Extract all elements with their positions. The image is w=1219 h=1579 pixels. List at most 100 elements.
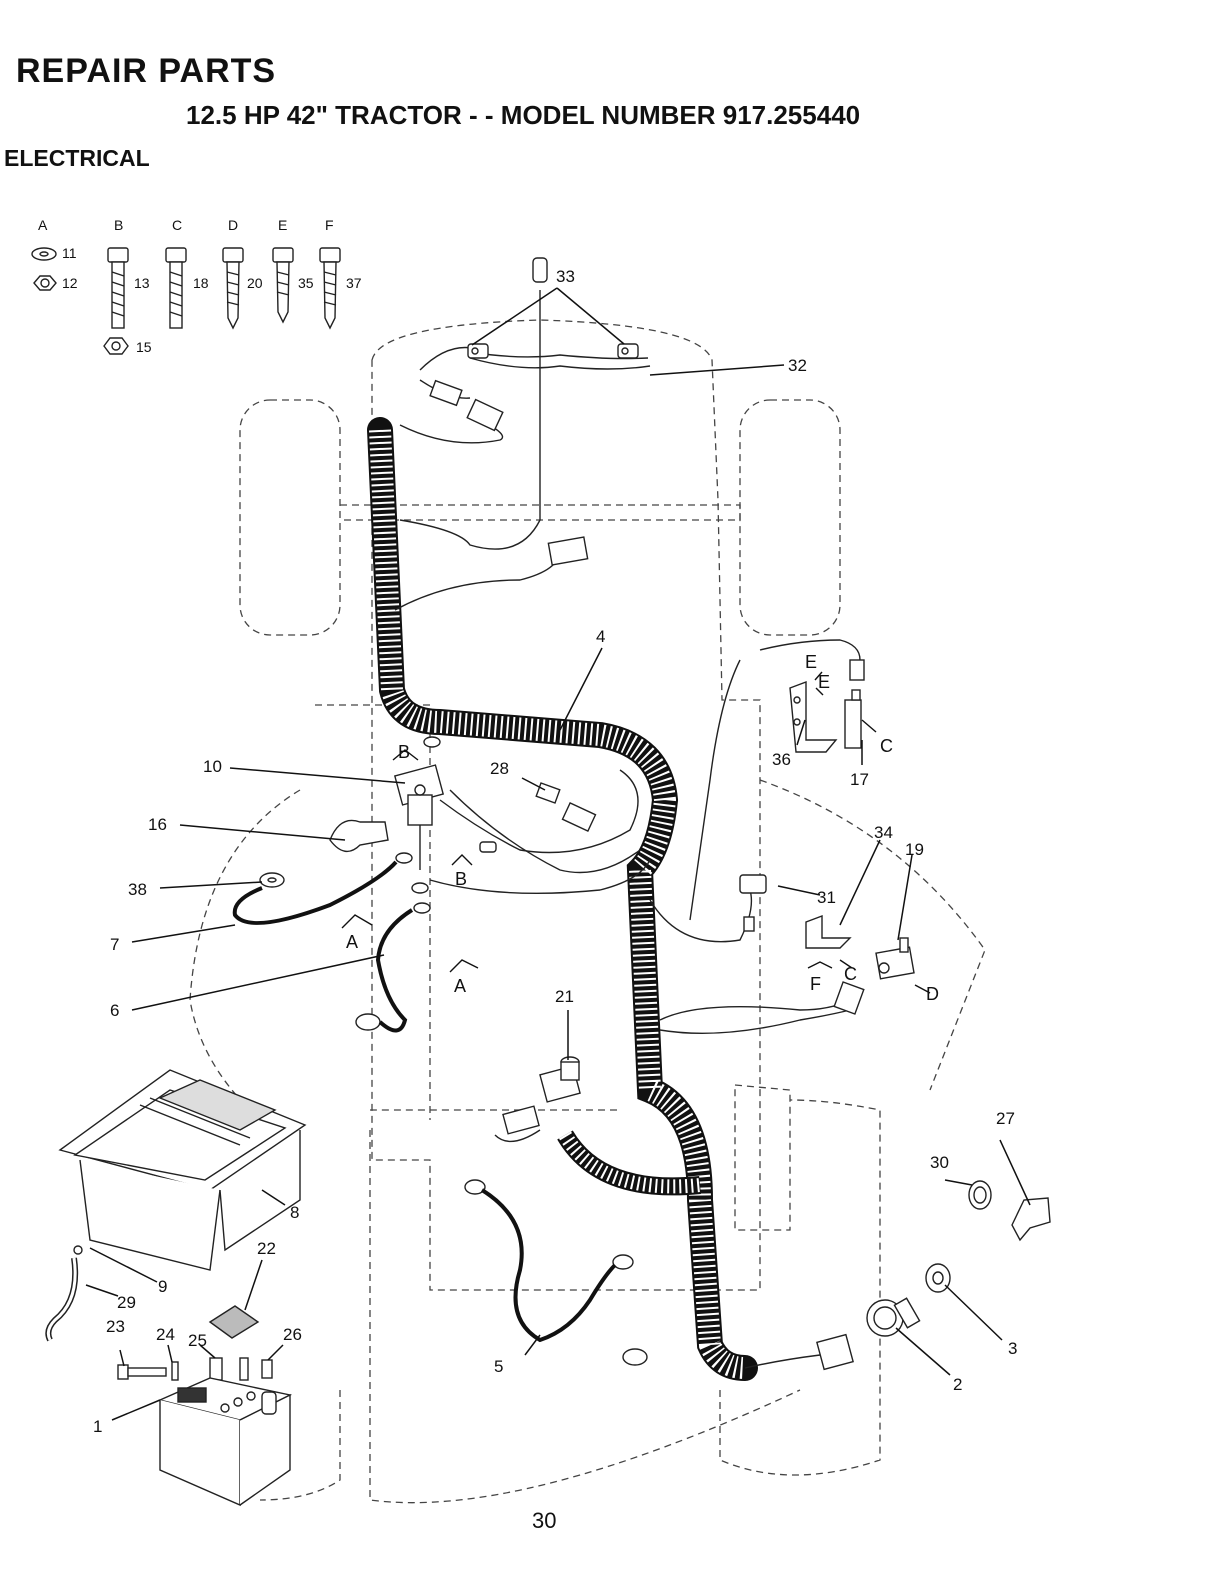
- connector-icon: [817, 1335, 853, 1370]
- interlock-switch-icon: [876, 938, 914, 979]
- bolt-icon: [108, 248, 128, 328]
- bolt-icon: [166, 248, 186, 328]
- connector-icon: [834, 982, 864, 1014]
- bracket-icon: [806, 916, 850, 948]
- callout-38: 38: [128, 880, 147, 899]
- headlight-icon: [468, 344, 488, 358]
- callout-28: 28: [490, 759, 509, 778]
- page-number: 30: [532, 1508, 556, 1534]
- connector-icon: [563, 803, 596, 831]
- callout-4: 4: [596, 627, 605, 646]
- callout-26: 26: [283, 1325, 302, 1344]
- fuse-icon: [480, 842, 496, 852]
- key-part: 12: [62, 275, 78, 291]
- callout-22: 22: [257, 1239, 276, 1258]
- callout-27: 27: [996, 1109, 1015, 1128]
- boot-icon: [330, 820, 388, 851]
- key-part: 18: [193, 275, 209, 291]
- key-letter: B: [114, 217, 123, 233]
- tag-a: A: [346, 932, 358, 952]
- callout-numbers: 1 2 3 4 5 6 7 8 9 10 16 17 19 21 22 23 2…: [93, 267, 1017, 1436]
- nut-icon: [262, 1360, 272, 1378]
- callout-23: 23: [106, 1317, 125, 1336]
- callout-17: 17: [850, 770, 869, 789]
- tag-e: E: [805, 652, 817, 672]
- callout-1: 1: [93, 1417, 102, 1436]
- callout-29: 29: [117, 1293, 136, 1312]
- callout-25: 25: [188, 1331, 207, 1350]
- bolt-icon: [118, 1365, 166, 1379]
- components: [48, 258, 1050, 1505]
- tag-c: C: [844, 964, 857, 984]
- screw-icon: [273, 248, 293, 322]
- key-letter: A: [38, 217, 48, 233]
- connector-icon: [548, 537, 587, 565]
- tag-b: B: [398, 742, 410, 762]
- ring-terminal-icon: [613, 1255, 633, 1269]
- nut-icon: [926, 1264, 950, 1292]
- screw-icon: [240, 1358, 248, 1380]
- key-part: 20: [247, 275, 263, 291]
- screw-icon: [223, 248, 243, 328]
- key-letter: E: [278, 217, 287, 233]
- terminal-cover-icon: [210, 1306, 258, 1338]
- callout-5: 5: [494, 1357, 503, 1376]
- key-letter: C: [172, 217, 182, 233]
- callout-34: 34: [874, 823, 893, 842]
- ring-terminal-icon: [414, 903, 430, 913]
- key-part: 35: [298, 275, 314, 291]
- callout-21: 21: [555, 987, 574, 1006]
- interlock-switch-icon: [845, 700, 861, 748]
- bezel-icon: [969, 1181, 991, 1209]
- key-letter: D: [228, 217, 238, 233]
- connector-icon: [850, 660, 864, 680]
- callout-9: 9: [158, 1277, 167, 1296]
- callout-8: 8: [290, 1203, 299, 1222]
- leader-lines: [86, 288, 1030, 1420]
- connector-icon: [467, 400, 503, 431]
- ring-terminal-icon: [623, 1349, 647, 1365]
- key-part: 37: [346, 275, 362, 291]
- screw-icon: [320, 248, 340, 328]
- tag-f: F: [810, 974, 821, 994]
- callout-31: 31: [817, 888, 836, 907]
- callout-33: 33: [556, 267, 575, 286]
- headlight-icon: [618, 344, 638, 358]
- tag-b: B: [455, 869, 467, 889]
- callout-36: 36: [772, 750, 791, 769]
- callout-24: 24: [156, 1325, 175, 1344]
- ring-terminal-icon: [356, 1014, 380, 1030]
- tag-d: D: [926, 984, 939, 1004]
- cable-5: [482, 1190, 615, 1340]
- battery-cables: [235, 862, 615, 1340]
- ring-terminal-icon: [412, 883, 428, 893]
- washer-icon: [172, 1362, 178, 1380]
- connector-icon: [430, 381, 462, 406]
- connector-icon: [533, 258, 547, 282]
- key-part: 13: [134, 275, 150, 291]
- callout-7: 7: [110, 935, 119, 954]
- tag-c: C: [880, 736, 893, 756]
- callout-6: 6: [110, 1001, 119, 1020]
- callout-16: 16: [148, 815, 167, 834]
- ring-terminal-icon: [396, 853, 412, 863]
- key-letter: F: [325, 217, 334, 233]
- hardware-key: [32, 248, 340, 354]
- tag-e: E: [818, 672, 830, 692]
- callout-2: 2: [953, 1375, 962, 1394]
- bracket-icon: [790, 682, 836, 752]
- connector-icon: [536, 783, 560, 803]
- seat-switch-icon: [540, 1057, 580, 1102]
- main-harness: [380, 430, 745, 1368]
- ring-terminal-icon: [424, 737, 440, 747]
- terminal-icon: [210, 1358, 222, 1380]
- key-part: 11: [62, 245, 77, 261]
- battery-icon: [160, 1378, 290, 1505]
- key-icon: [1012, 1198, 1050, 1240]
- hardware-key-letters: A B C D E F 11 12 13 15 18 20 35 37: [38, 217, 362, 355]
- callout-30: 30: [930, 1153, 949, 1172]
- cable-6: [378, 910, 412, 1031]
- callout-19: 19: [905, 840, 924, 859]
- switch-icon: [740, 875, 766, 893]
